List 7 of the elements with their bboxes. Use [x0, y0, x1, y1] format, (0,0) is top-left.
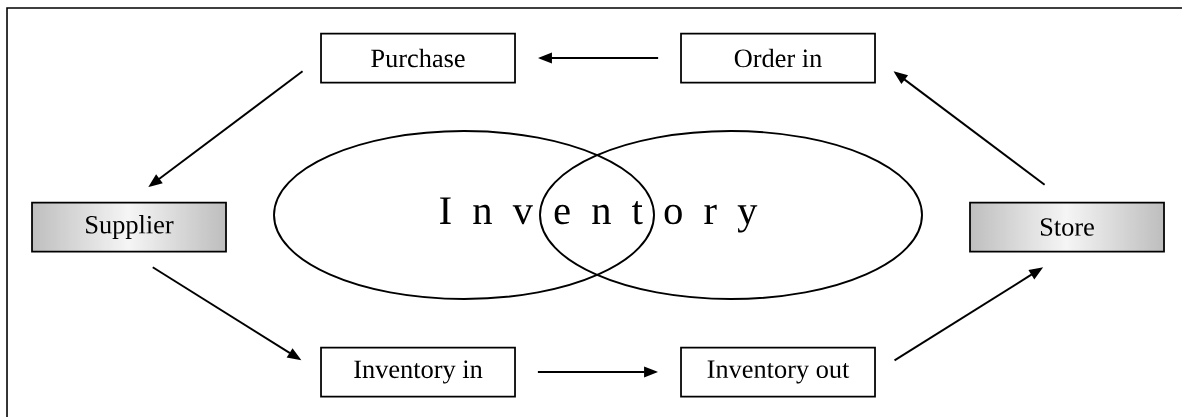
process-box: Purchase [320, 32, 516, 84]
center-label: I n v e n t o r y [440, 197, 758, 233]
shaded-box: Store [969, 201, 1165, 253]
shaded-box: Supplier [31, 201, 227, 253]
process-box: Inventory in [320, 346, 516, 398]
process-box: Inventory out [680, 346, 876, 398]
process-box: Order in [680, 32, 876, 84]
